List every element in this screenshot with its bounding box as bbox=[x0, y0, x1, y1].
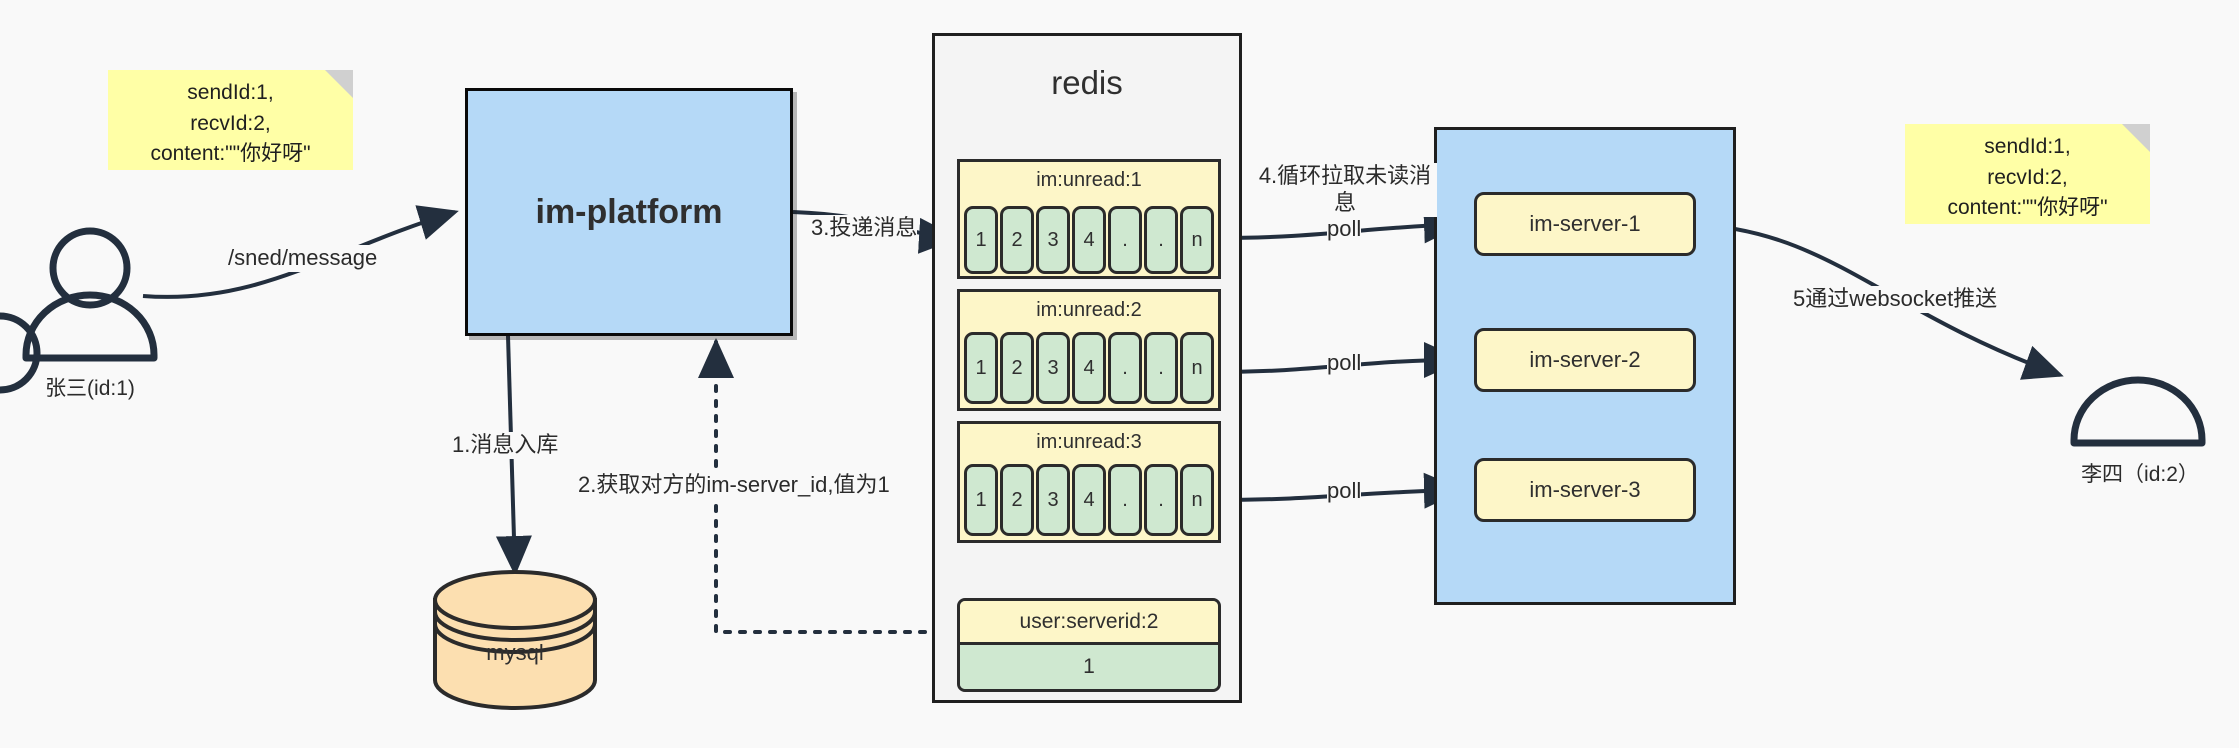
mysql-database-icon bbox=[433, 570, 597, 710]
list-cell: n bbox=[1180, 206, 1214, 274]
list-cell: 2 bbox=[1000, 332, 1034, 404]
edge-label-step3: 3.投递消息 bbox=[811, 215, 918, 242]
edge-websocket-push bbox=[1689, 222, 2064, 380]
redis-key-im-unread-2-cells: 1 2 3 4 . . n bbox=[964, 332, 1214, 404]
node-im-server-3[interactable]: im-server-3 bbox=[1474, 458, 1696, 522]
list-cell: 3 bbox=[1036, 464, 1070, 536]
edge-label-poll-2: poll bbox=[1327, 350, 1362, 377]
redis-title: redis bbox=[1051, 64, 1123, 101]
redis-key-user-serverid-value: 1 bbox=[960, 645, 1218, 689]
edge-label-send-message: /sned/message bbox=[228, 245, 378, 272]
note-sender-payload-text: sendId:1, recvId:2, content:""你好呀" bbox=[150, 81, 311, 166]
list-cell: . bbox=[1144, 206, 1178, 274]
sender-user-icon bbox=[22, 227, 158, 362]
note-receiver-payload: sendId:1, recvId:2, content:""你好呀" bbox=[1905, 124, 2150, 224]
node-mysql-label: mysql bbox=[486, 640, 544, 665]
list-cell: 3 bbox=[1036, 206, 1070, 274]
list-cell: 4 bbox=[1072, 332, 1106, 404]
node-im-platform[interactable]: im-platform bbox=[465, 88, 793, 336]
list-cell: . bbox=[1144, 332, 1178, 404]
redis-key-user-serverid[interactable]: user:serverid:2 1 bbox=[957, 598, 1221, 692]
node-im-server-3-label: im-server-3 bbox=[1529, 477, 1641, 502]
node-im-server-1[interactable]: im-server-1 bbox=[1474, 192, 1696, 256]
list-cell: . bbox=[1108, 332, 1142, 404]
list-cell: 1 bbox=[964, 332, 998, 404]
node-im-server-1-label: im-server-1 bbox=[1529, 211, 1641, 236]
list-cell: 4 bbox=[1072, 206, 1106, 274]
container-redis: redis im:unread:1 1 2 3 4 . . n im:unrea… bbox=[932, 33, 1242, 703]
sender-label: 张三(id:1) bbox=[45, 377, 135, 400]
redis-key-im-unread-3[interactable]: im:unread:3 1 2 3 4 . . n bbox=[957, 421, 1221, 543]
redis-key-im-unread-2[interactable]: im:unread:2 1 2 3 4 . . n bbox=[957, 289, 1221, 411]
list-cell: . bbox=[1108, 206, 1142, 274]
redis-key-im-unread-1-cells: 1 2 3 4 . . n bbox=[964, 206, 1214, 274]
list-cell: 4 bbox=[1072, 464, 1106, 536]
edge-fetch-serverid bbox=[698, 338, 957, 634]
redis-key-im-unread-1-label: im:unread:1 bbox=[1036, 169, 1142, 191]
list-cell: 1 bbox=[964, 206, 998, 274]
list-cell: . bbox=[1144, 464, 1178, 536]
redis-key-im-unread-3-cells: 1 2 3 4 . . n bbox=[964, 464, 1214, 536]
list-cell: . bbox=[1108, 464, 1142, 536]
redis-key-im-unread-2-label: im:unread:2 bbox=[1036, 299, 1142, 321]
edge-label-step5: 5通过websocket推送 bbox=[1793, 286, 1998, 313]
edge-label-step4: 4.循环拉取未读消息 bbox=[1253, 163, 1437, 217]
edge-label-step4-line2: 息 bbox=[1333, 189, 1356, 215]
note-sender-payload: sendId:1, recvId:2, content:""你好呀" bbox=[108, 70, 353, 170]
node-im-platform-label: im-platform bbox=[535, 192, 723, 231]
edge-label-step4-line1: 4.循环拉取未读消 bbox=[1258, 163, 1432, 188]
list-cell: n bbox=[1180, 464, 1214, 536]
receiver-label: 李四（id:2） bbox=[2081, 463, 2199, 486]
edge-label-poll-3: poll bbox=[1327, 478, 1362, 505]
list-cell: 1 bbox=[964, 464, 998, 536]
receiver-user-icon bbox=[0, 312, 2206, 447]
list-cell: 3 bbox=[1036, 332, 1070, 404]
redis-key-im-unread-3-label: im:unread:3 bbox=[1036, 431, 1142, 453]
list-cell: n bbox=[1180, 332, 1214, 404]
edge-label-step1: 1.消息入库 bbox=[452, 432, 559, 459]
redis-key-user-serverid-label: user:serverid:2 bbox=[960, 601, 1218, 645]
node-mysql[interactable]: mysql bbox=[435, 572, 595, 708]
redis-key-im-unread-1[interactable]: im:unread:1 1 2 3 4 . . n bbox=[957, 159, 1221, 279]
list-cell: 2 bbox=[1000, 464, 1034, 536]
note-fold-corner bbox=[325, 70, 353, 98]
node-im-server-2-label: im-server-2 bbox=[1529, 347, 1641, 372]
node-im-server-2[interactable]: im-server-2 bbox=[1474, 328, 1696, 392]
edge-label-poll-1: poll bbox=[1327, 216, 1362, 243]
note-receiver-payload-text: sendId:1, recvId:2, content:""你好呀" bbox=[1947, 135, 2108, 220]
note-fold-corner bbox=[2122, 124, 2150, 152]
edge-label-step2: 2.获取对方的im-server_id,值为1 bbox=[578, 472, 890, 499]
list-cell: 2 bbox=[1000, 206, 1034, 274]
